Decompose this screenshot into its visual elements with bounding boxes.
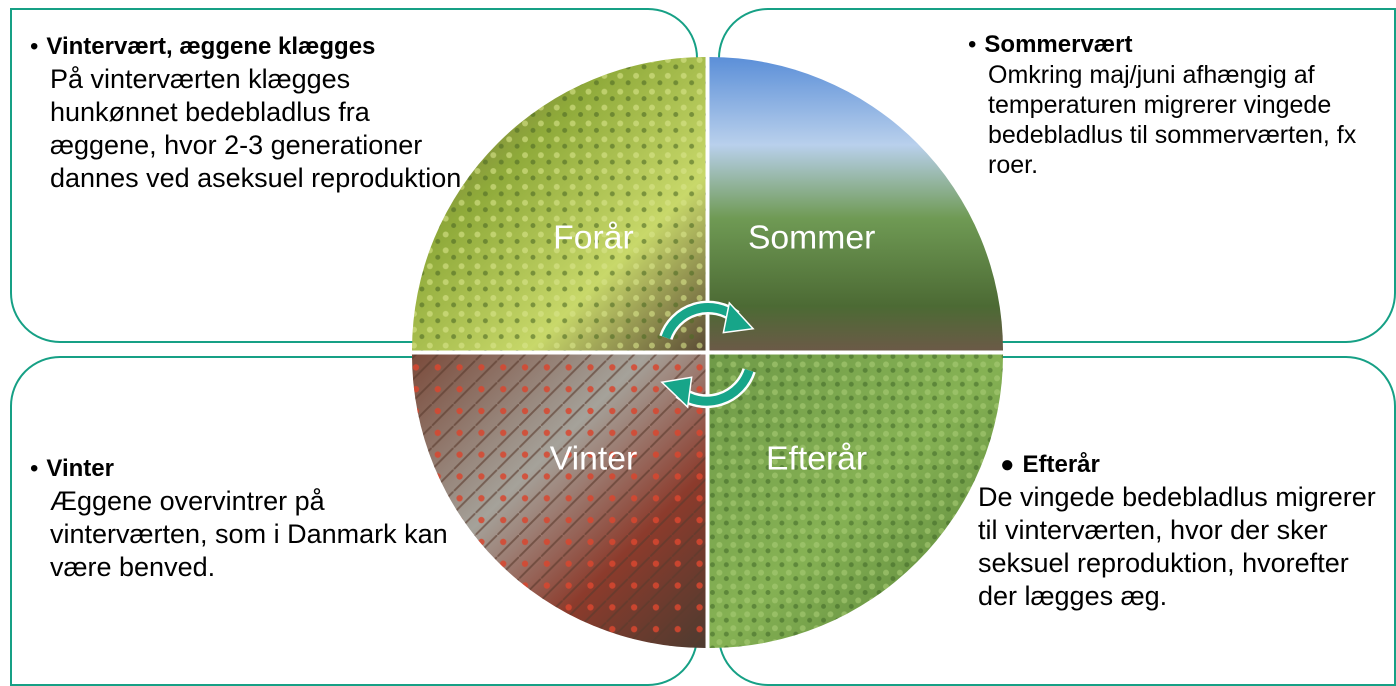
winter-label: Vinter xyxy=(550,440,637,478)
autumn-description: ● Efterår De vingede bedebladlus migrerer… xyxy=(978,448,1388,613)
summer-photo xyxy=(709,56,1004,351)
spring-text: På vinterværten klægges hunkønnet bedebl… xyxy=(50,64,469,193)
bullet-icon: • xyxy=(30,33,39,60)
autumn-heading: Efterår xyxy=(1022,451,1100,478)
winter-description: • Vinter Æggene overvintrer på vintervært… xyxy=(30,452,450,584)
summer-heading: Sommervært xyxy=(984,31,1133,58)
cycle-arrow-icon xyxy=(659,300,756,409)
autumn-text: De vingede bedebladlus migrerer til vint… xyxy=(978,482,1376,611)
bullet-icon: • xyxy=(30,455,39,482)
summer-text: Omkring maj/juni afhængig af temperature… xyxy=(988,61,1357,179)
summer-description: • Sommervært Omkring maj/juni afhængig af… xyxy=(968,30,1368,180)
bullet-icon: • xyxy=(968,31,977,58)
autumn-label: Efterår xyxy=(766,440,867,478)
summer-label: Sommer xyxy=(748,218,875,256)
winter-heading: Vinter xyxy=(46,455,114,482)
spring-heading: Vintervært, æggene klægges xyxy=(46,33,376,60)
season-cycle-circle: Forår Sommer Vinter Efterår xyxy=(411,56,1004,649)
spring-label: Forår xyxy=(553,218,634,256)
winter-text: Æggene overvintrer på vinterværten, som … xyxy=(50,486,448,582)
spring-description: • Vintervært, æggene klægges På vintervær… xyxy=(30,30,470,195)
bullet-round-icon: ● xyxy=(1000,451,1015,478)
